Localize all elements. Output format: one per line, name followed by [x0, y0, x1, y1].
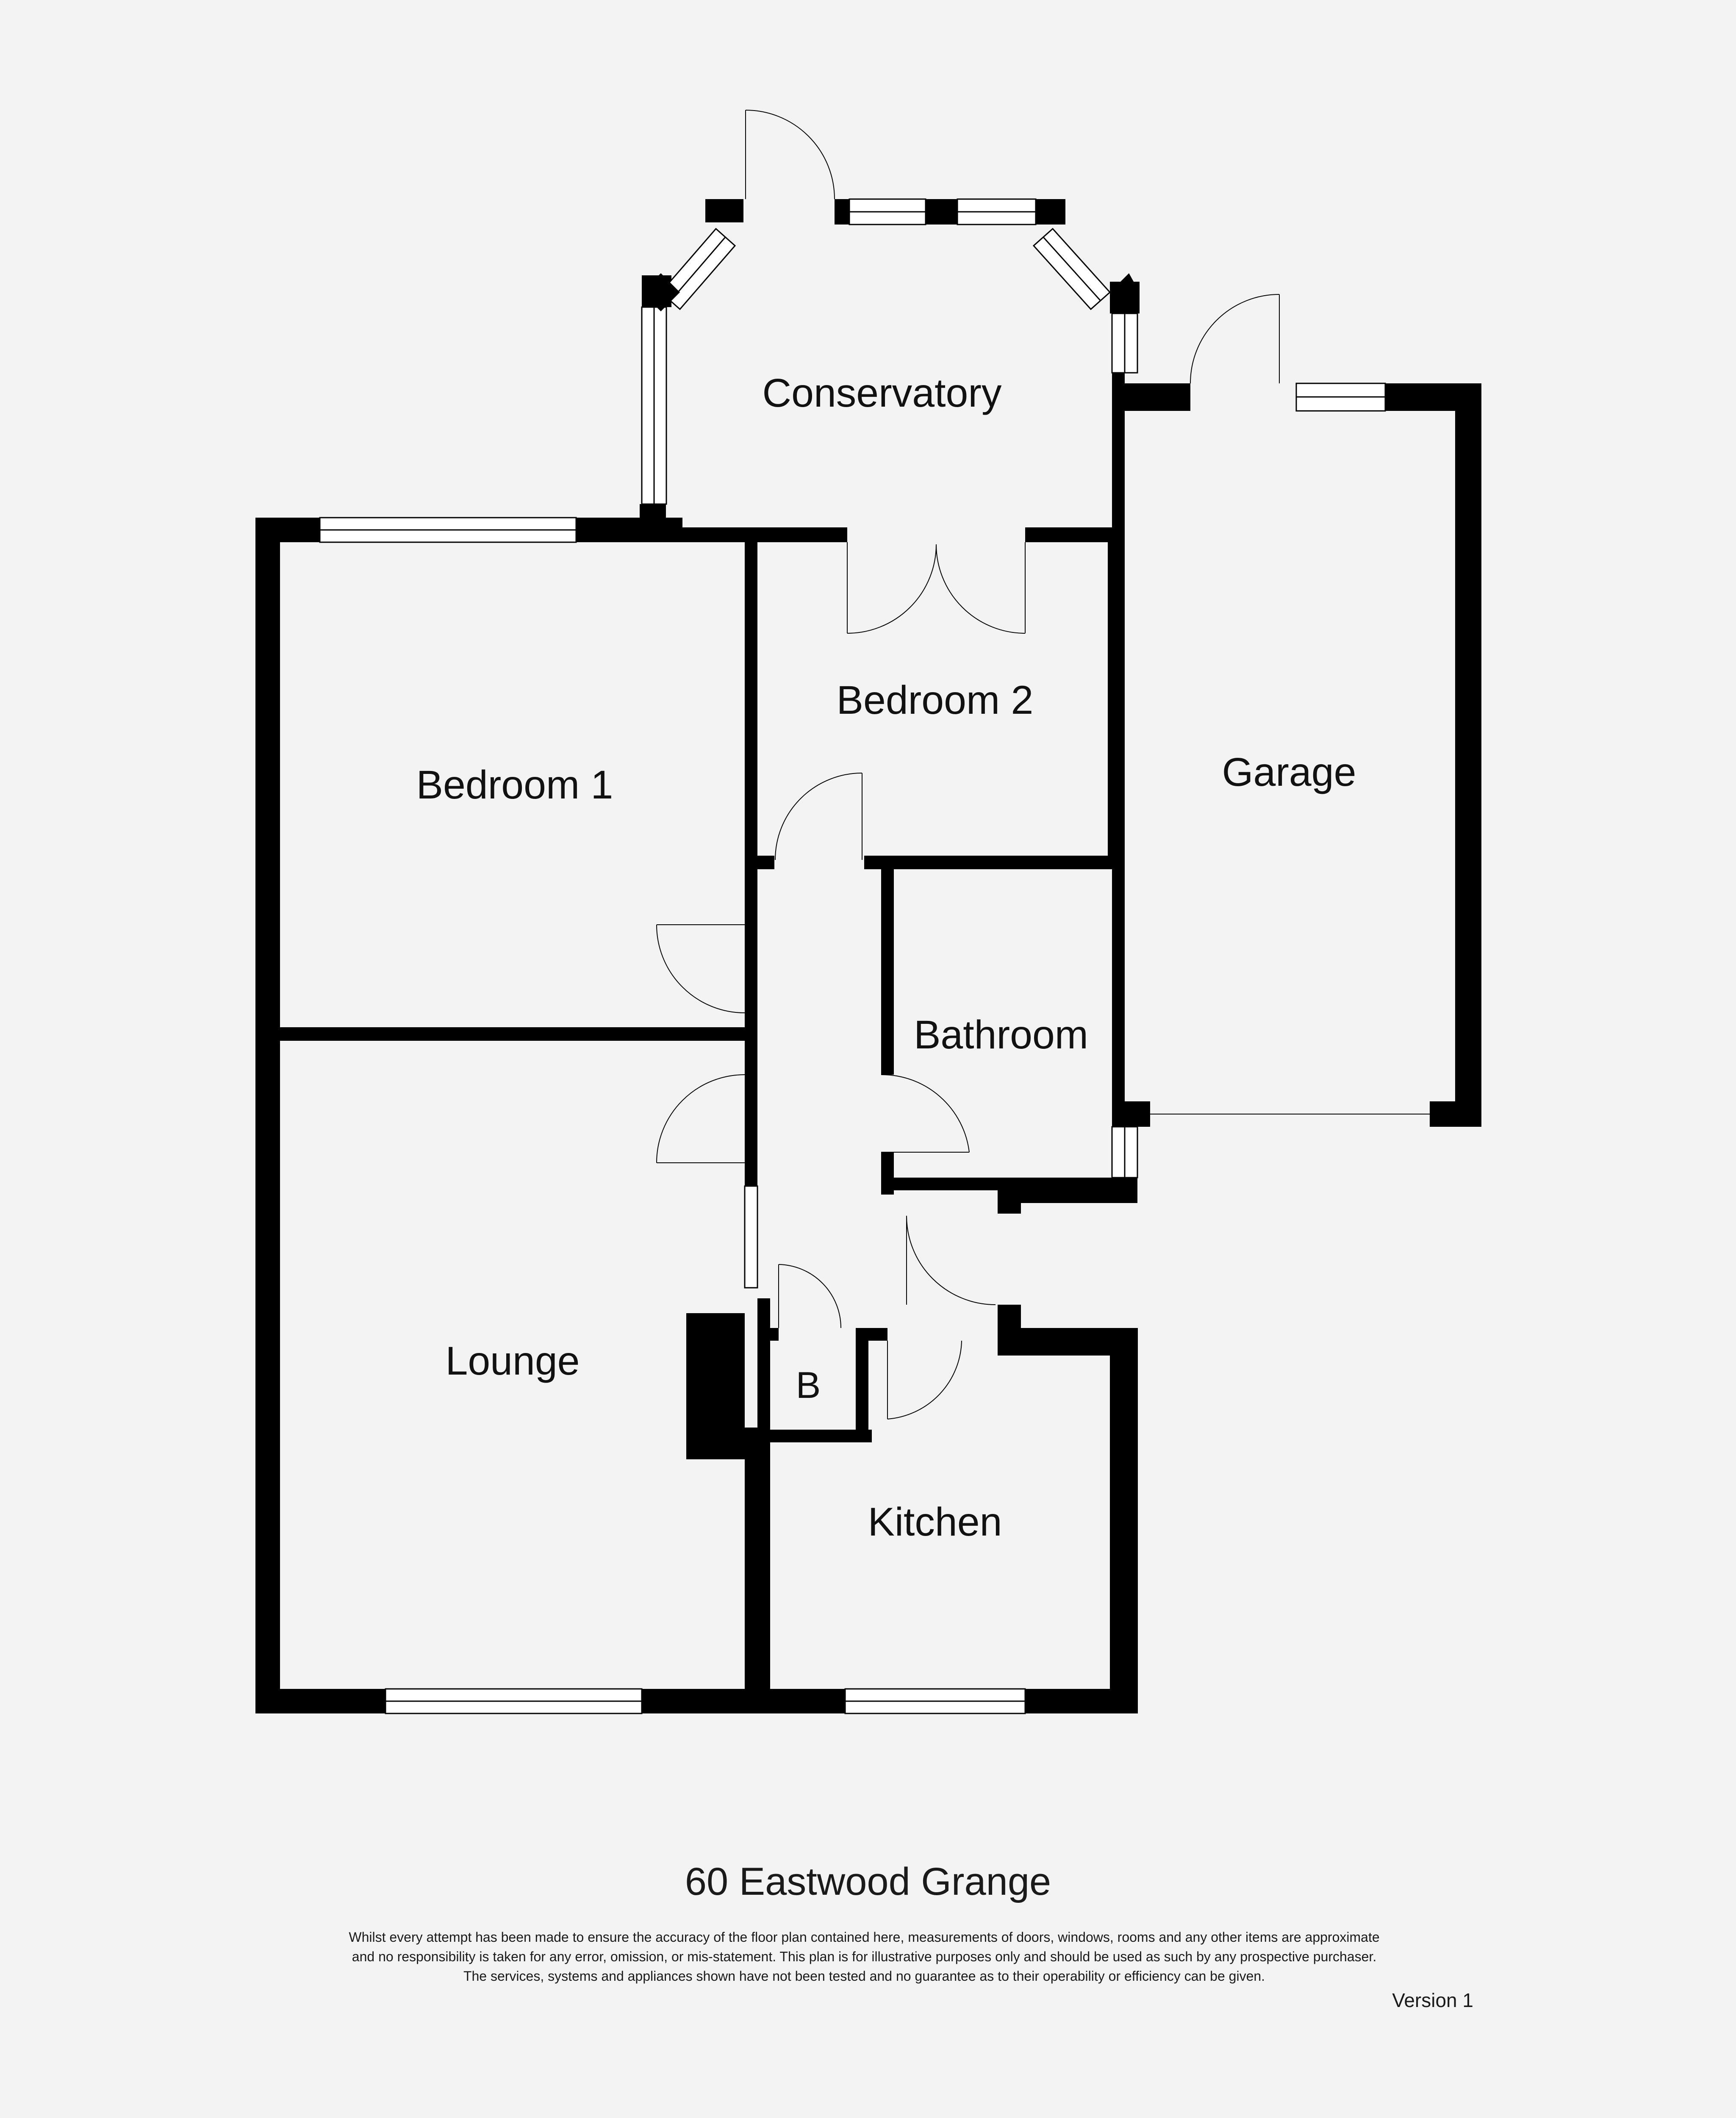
room-label-bedroom2: Bedroom 2: [837, 678, 1034, 723]
window-cons-west: [641, 306, 667, 505]
wall-boiler-west: [757, 1298, 770, 1442]
door-cons-bedroom2: [847, 542, 1026, 634]
door-hall-side: [906, 1215, 996, 1305]
wall-kitchen-stub: [998, 1305, 1021, 1332]
doors: [656, 110, 1430, 1419]
wall-cons-n-post3: [1036, 199, 1065, 225]
wall-bathroom-stub: [998, 1186, 1021, 1214]
windows: [319, 198, 1386, 1714]
window-bedroom1: [319, 517, 577, 543]
wall-hall-west-upper: [745, 860, 757, 1228]
window-kitchen: [844, 1688, 1026, 1714]
wall-garage-east: [1455, 383, 1481, 1127]
wall-cons-nw-diag-post: [642, 273, 680, 311]
wall-bedroom1-south: [280, 1027, 745, 1041]
wall-bathroom-west: [881, 869, 894, 1075]
wall-cons-ne-diag-post: [1110, 273, 1140, 311]
room-label-lounge: Lounge: [445, 1339, 580, 1383]
wall-garage-west: [1112, 383, 1125, 1108]
room-labels: Conservatory Bedroom 1 Bedroom 2 Garage …: [416, 371, 1356, 1544]
wall-cons-n-post1: [835, 199, 849, 225]
door-boiler: [778, 1264, 841, 1328]
wall-cons-sw-post: [640, 504, 666, 542]
disclaimer-line-2: and no responsibility is taken for any e…: [352, 1949, 1377, 1964]
door-kitchen: [887, 1340, 962, 1419]
room-label-conservatory: Conservatory: [763, 371, 1002, 416]
wall-west: [255, 518, 280, 1713]
wall-north-kitchen: [998, 1328, 1138, 1356]
wall-cons-n-post-left: [705, 199, 743, 222]
wall-kitchen-north-left: [757, 1430, 872, 1442]
door-cons-external: [745, 110, 835, 200]
window-cons-north-2: [957, 198, 1037, 225]
wall-lounge-east: [745, 1428, 757, 1689]
wall-garage-se: [1430, 1101, 1481, 1127]
wall-boiler-east: [856, 1328, 868, 1442]
window-hall: [744, 1185, 758, 1289]
room-label-bathroom: Bathroom: [914, 1012, 1088, 1057]
window-cons-east: [1111, 313, 1138, 374]
version-label: Version 1: [1392, 1989, 1473, 2011]
window-garage: [1295, 383, 1386, 412]
door-bathroom: [881, 1074, 970, 1153]
wall-bedroom2-south-stub: [757, 856, 774, 869]
wall-garage-north-left: [1112, 383, 1190, 411]
door-lounge: [656, 1074, 745, 1163]
disclaimer-line-3: The services, systems and appliances sho…: [463, 1968, 1265, 1984]
room-label-bedroom1: Bedroom 1: [416, 762, 613, 807]
walls: [255, 199, 1481, 1713]
window-cons-north-1: [849, 198, 926, 225]
wall-cons-n-post2: [926, 199, 957, 225]
wall-north-bedroom2-right: [1025, 527, 1118, 542]
diag-posts: [642, 273, 1140, 311]
door-bedroom1: [656, 924, 745, 1013]
door-bedroom2: [775, 773, 862, 860]
wall-garage-sw: [1112, 1101, 1150, 1127]
door-garage: [1190, 294, 1280, 384]
room-label-kitchen: Kitchen: [868, 1500, 1002, 1544]
window-lounge: [385, 1688, 643, 1714]
disclaimer: Whilst every attempt has been made to en…: [229, 1927, 1500, 1986]
wall-kitchen-west: [757, 1428, 770, 1689]
window-cons-nw-diag: [660, 227, 736, 310]
wall-bedroom1-east: [745, 542, 757, 860]
property-address: 60 Eastwood Grange: [685, 1860, 1051, 1903]
wall-north-bedroom2-left: [652, 527, 847, 542]
wall-east-kitchen: [1110, 1328, 1138, 1713]
window-bathroom: [1111, 1126, 1138, 1178]
disclaimer-line-1: Whilst every attempt has been made to en…: [349, 1929, 1380, 1945]
room-label-garage: Garage: [1222, 750, 1356, 795]
window-cons-ne-diag: [1032, 227, 1111, 310]
chimney-breast: [686, 1313, 745, 1459]
wall-bedroom2-south: [864, 856, 1120, 869]
room-label-boiler: B: [796, 1364, 821, 1406]
wall-bathroom-east-lower: [1125, 1178, 1137, 1203]
